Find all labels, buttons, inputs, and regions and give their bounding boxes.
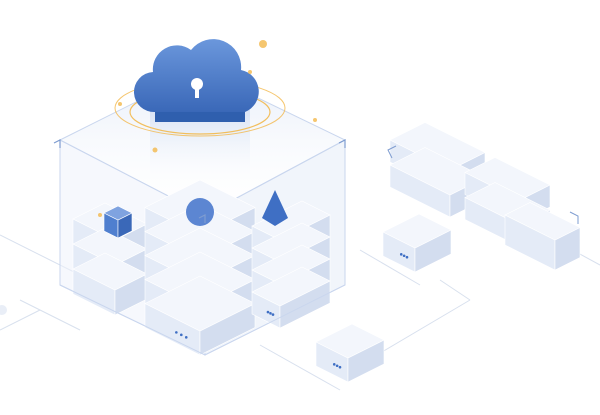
corner-bracket	[387, 145, 397, 159]
server-unit	[144, 275, 256, 356]
storage-block-top-face	[504, 202, 581, 241]
network-line	[359, 249, 421, 286]
led-icon	[402, 254, 406, 258]
server-unit-top-face	[251, 200, 331, 241]
cloud-lock-icon	[98, 39, 317, 217]
network-switch-top-face	[315, 323, 385, 359]
led-icon	[180, 333, 183, 337]
server-unit-top-face	[251, 222, 331, 263]
server-unit-top-face	[251, 266, 331, 307]
led-icon	[269, 312, 272, 315]
cloud-base	[155, 112, 245, 122]
led-icon	[184, 336, 188, 339]
cube-edges	[59, 140, 346, 356]
network-switch	[315, 323, 385, 383]
corner-bracket	[198, 214, 206, 223]
sparkle-dot	[98, 213, 102, 217]
network-line	[439, 279, 471, 301]
led-icon	[399, 253, 403, 256]
cloud-shape	[133, 39, 259, 113]
led-icon	[332, 363, 336, 366]
led-icon	[405, 255, 409, 259]
network-switch	[382, 213, 452, 273]
sphere-icon	[186, 198, 214, 226]
sparkle-dot	[313, 118, 317, 122]
node-dot	[0, 305, 7, 315]
led-icon	[335, 364, 339, 368]
corner-bracket	[338, 139, 346, 148]
cube-icon	[103, 205, 133, 239]
server-unit	[72, 252, 148, 316]
keyhole-icon	[191, 78, 203, 90]
sparkle-dot	[152, 147, 158, 153]
pyramid-icon	[262, 190, 288, 226]
network-line	[19, 299, 81, 331]
keyhole-icon	[195, 86, 199, 98]
server-unit-top-face	[251, 244, 331, 285]
cube-icon-top-face	[103, 205, 133, 221]
network-line	[259, 344, 341, 391]
server-racks	[72, 179, 331, 356]
sparkle-dot	[259, 40, 267, 48]
sparkle-dot	[248, 70, 252, 74]
corner-bracket	[569, 211, 579, 224]
led-icon	[266, 310, 270, 314]
led-icon	[175, 331, 178, 334]
network-line	[0, 309, 41, 331]
sparkle-dot	[118, 102, 122, 106]
led-icon	[271, 313, 275, 316]
network-switch-top-face	[382, 213, 452, 249]
corner-bracket	[53, 139, 61, 148]
network-switches	[315, 213, 452, 383]
led-icon	[338, 365, 342, 369]
storage-blocks	[387, 122, 581, 271]
storage-block	[504, 202, 581, 271]
glass-cube-front	[53, 139, 346, 356]
